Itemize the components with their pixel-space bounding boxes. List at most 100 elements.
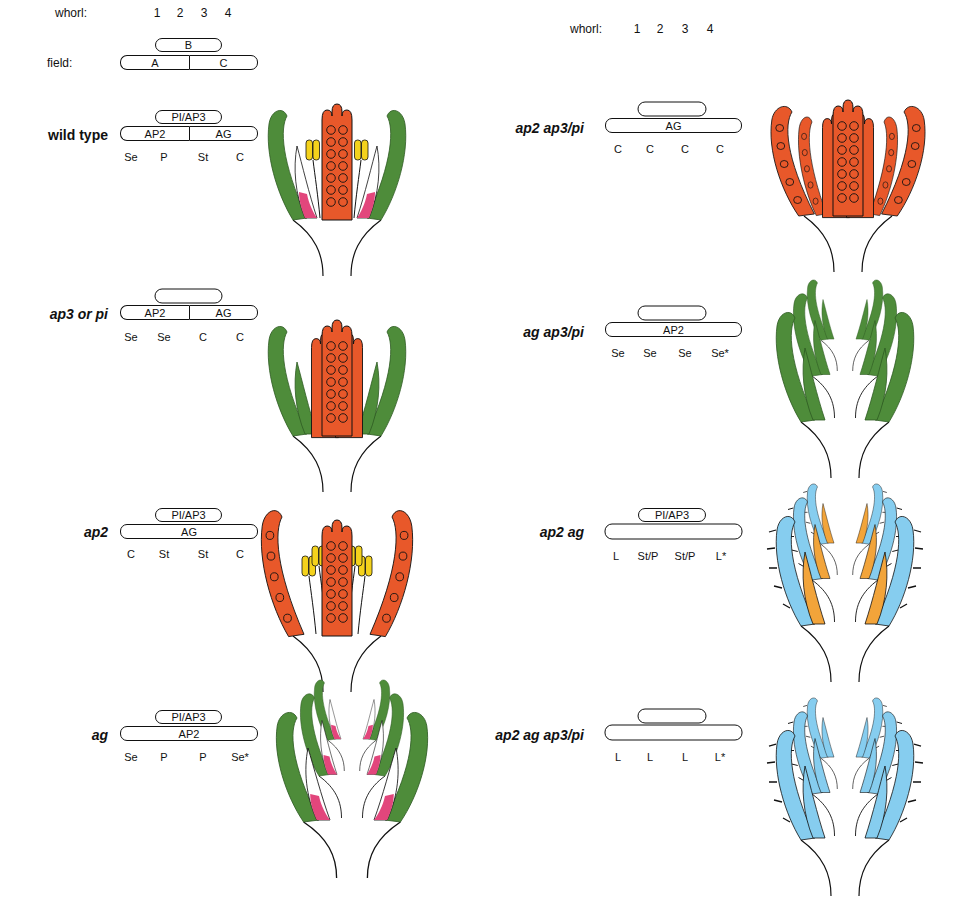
gene-box: B	[155, 38, 222, 52]
organ-label: P	[199, 751, 206, 763]
empty-gene-box	[638, 709, 706, 723]
genotype-label: ap3 or pi	[50, 306, 108, 322]
organ-label: Se*	[231, 751, 249, 763]
organ-label: Se	[678, 347, 691, 359]
organ-label: C	[614, 143, 622, 155]
gene-name: AP2	[145, 307, 166, 319]
empty-gene-box	[605, 524, 742, 539]
organ-label: St	[159, 548, 169, 560]
whorl-label: whorl:	[55, 6, 87, 20]
organ-label: Se*	[711, 347, 729, 359]
organ-label: L*	[715, 751, 725, 763]
flower-part	[268, 110, 320, 220]
gene-box: AG	[189, 305, 258, 320]
whorl-label: field:	[47, 56, 72, 70]
flower-part	[293, 436, 381, 492]
gene-name: PI/AP3	[171, 111, 205, 123]
genotype-label: ap2 ap3/pi	[516, 120, 584, 136]
organ-label: C	[716, 143, 724, 155]
gene-box: A	[120, 55, 189, 70]
flower-part	[261, 511, 326, 637]
ap2-ap3-flower	[771, 100, 925, 272]
organ-label: C	[199, 331, 207, 343]
empty-gene-box	[605, 725, 742, 740]
ap2-flower	[261, 511, 412, 692]
gene-box: PI/AP3	[155, 710, 222, 724]
gene-box: PI/AP3	[155, 508, 222, 522]
flower-part	[276, 712, 427, 878]
gene-name: AG	[181, 526, 197, 538]
organ-label: P	[160, 751, 167, 763]
organ-label: L	[647, 751, 653, 763]
whorl-label: 2	[177, 6, 184, 20]
genotype-label: ap2 ag	[540, 524, 584, 540]
organ-label: St	[198, 151, 208, 163]
flower-part	[348, 511, 413, 637]
gene-name: PI/AP3	[171, 509, 205, 521]
empty-gene-box	[155, 289, 222, 303]
empty-gene-box	[638, 102, 706, 116]
ap2-ag-ap3-flower	[767, 698, 923, 896]
flower-part	[293, 220, 381, 276]
flower-part	[833, 100, 863, 216]
gene-name: AP2	[663, 324, 684, 336]
gene-name: AP2	[145, 128, 166, 140]
organ-label: L	[613, 550, 619, 562]
gene-box: PI/AP3	[638, 508, 706, 522]
organ-label: Se	[611, 347, 624, 359]
gene-box: C	[189, 55, 258, 70]
gene-box: AP2	[605, 322, 742, 337]
whorl-label: 4	[707, 22, 714, 36]
gene-box: AP2	[120, 126, 189, 141]
gene-name: AG	[216, 128, 232, 140]
flower-part	[767, 516, 923, 682]
gene-name: PI/AP3	[171, 711, 205, 723]
organ-label: L	[682, 751, 688, 763]
genotype-label: ap2	[84, 524, 108, 540]
gene-name: A	[151, 57, 158, 69]
organ-label: Se	[124, 331, 137, 343]
ag-ap3-flower	[776, 280, 914, 478]
whorl-label: 4	[225, 6, 232, 20]
gene-box: AG	[605, 118, 742, 133]
empty-gene-box	[638, 306, 706, 320]
gene-name: AG	[216, 307, 232, 319]
organ-label: P	[160, 151, 167, 163]
flower-part	[322, 104, 352, 220]
genotype-label: ag	[92, 727, 108, 743]
whorl-label: 2	[657, 22, 664, 36]
genotype-label: ag ap3/pi	[523, 324, 584, 340]
organ-label: C	[681, 143, 689, 155]
organ-label: L*	[716, 550, 726, 562]
organ-label: Se	[124, 151, 137, 163]
organ-label: Se	[124, 751, 137, 763]
organ-label: L	[615, 751, 621, 763]
organ-label: C	[236, 151, 244, 163]
whorl-label: 1	[634, 22, 641, 36]
gene-name: AG	[666, 120, 682, 132]
gene-name: AP2	[179, 728, 200, 740]
flower-part	[322, 520, 352, 636]
flower-part	[767, 730, 923, 896]
gene-name: B	[185, 39, 192, 51]
ap3-flower	[268, 320, 406, 492]
flower-part	[322, 320, 352, 436]
ap2-ag-flower	[767, 484, 923, 682]
flower-part	[776, 312, 914, 478]
genotype-label: ap2 ag ap3/pi	[495, 727, 584, 743]
organ-label: C	[127, 548, 135, 560]
organ-label: Se	[643, 347, 656, 359]
organ-label: C	[236, 331, 244, 343]
organ-label: C	[646, 143, 654, 155]
gene-box: AP2	[120, 726, 258, 741]
gene-name: C	[220, 57, 228, 69]
organ-label: St/P	[638, 550, 659, 562]
ag-flower	[276, 680, 427, 878]
gene-box: AG	[189, 126, 258, 141]
gene-box: PI/AP3	[155, 110, 222, 124]
whorl-label: whorl:	[570, 22, 602, 36]
organ-label: C	[236, 548, 244, 560]
genotype-label: wild type	[48, 127, 108, 143]
whorl-label: 3	[682, 22, 689, 36]
